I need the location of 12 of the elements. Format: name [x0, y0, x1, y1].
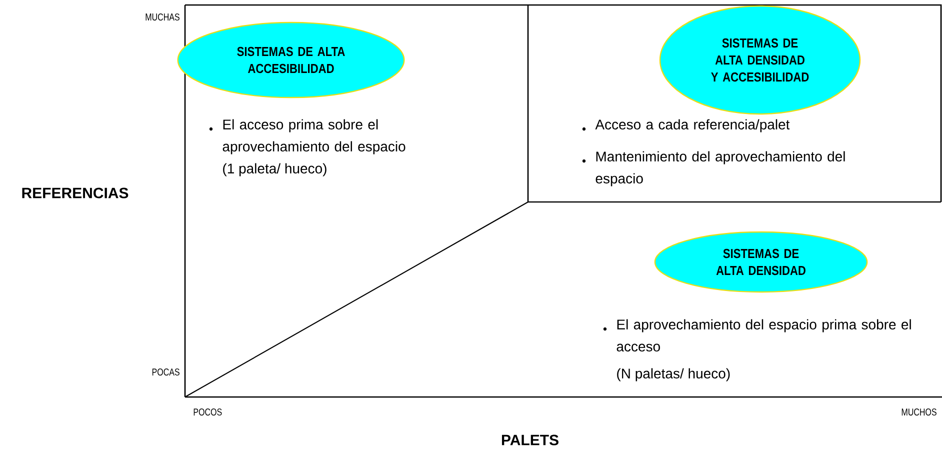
bullet-text: El acceso prima sobre el aprovechamiento del espacio — [222, 119, 406, 154]
axis-title: PALETS — [502, 434, 558, 446]
axis-tick-label: MUCHAS — [146, 13, 180, 21]
bullet-text: Mantenimiento del aprovechamiento del espacio — [596, 151, 845, 186]
bullet-text: (N paletas/ hueco) — [617, 368, 730, 382]
bullet-text: Acceso a cada referencia/palet — [595, 119, 790, 132]
bullet-text: (1 paleta/ hueco) — [223, 163, 326, 176]
bullet-text: El aprovechamiento del espacio prima sobre el acceso — [616, 319, 911, 352]
axis-tick-label: MUCHOS — [902, 408, 936, 416]
axis-tick-label: POCAS — [152, 368, 180, 376]
axis-title: REFERENCIAS — [22, 188, 128, 198]
axis-tick-label: POCOS — [194, 408, 222, 416]
